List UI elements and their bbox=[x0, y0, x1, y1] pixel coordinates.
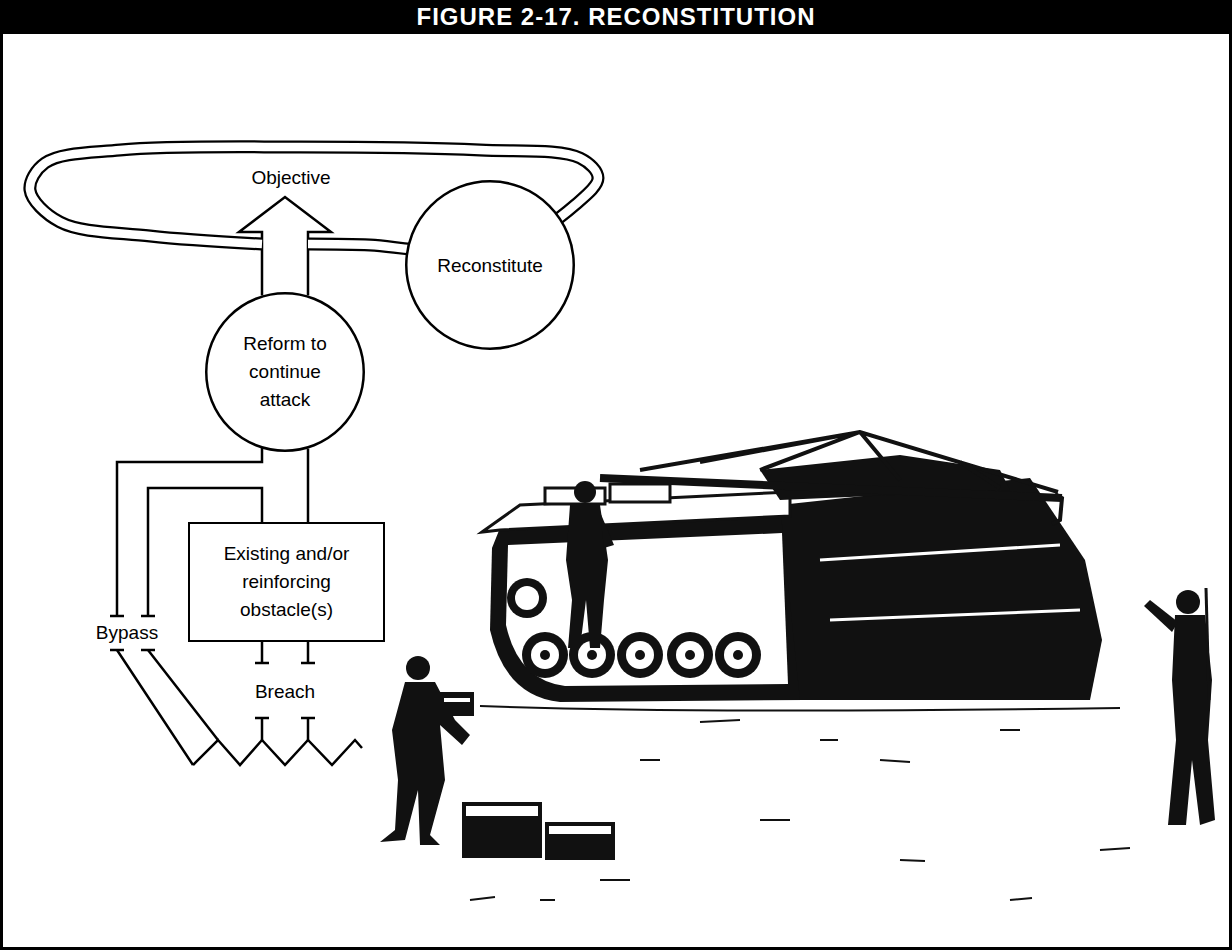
soldier-arm bbox=[600, 512, 614, 548]
carried-box bbox=[440, 692, 474, 716]
road-wheel bbox=[540, 650, 550, 660]
road-wheel bbox=[676, 641, 704, 669]
road-wheel bbox=[667, 632, 713, 678]
road-wheel bbox=[635, 650, 645, 660]
ammo-box bbox=[545, 822, 615, 860]
track-inner bbox=[506, 533, 788, 686]
boom-hook bbox=[1052, 494, 1062, 524]
hull-detail bbox=[820, 545, 1080, 620]
boom-lattice bbox=[640, 432, 1058, 492]
soldier-rifle bbox=[1206, 588, 1209, 700]
road-wheel bbox=[531, 641, 559, 669]
ammo-box bbox=[466, 806, 538, 816]
node-label: Reconstitute bbox=[437, 254, 543, 277]
road-wheel bbox=[587, 650, 597, 660]
ammo-box bbox=[462, 802, 542, 858]
circle-outline bbox=[406, 181, 574, 349]
soldier-arm bbox=[1144, 600, 1178, 632]
vehicle-track bbox=[490, 516, 805, 702]
deck-crate bbox=[610, 484, 670, 502]
soldier-head bbox=[406, 656, 430, 680]
process-circle: Reconstitute bbox=[405, 180, 575, 350]
node-label: Existing and/or reinforcing obstacle(s) bbox=[201, 540, 373, 624]
road-wheel bbox=[522, 632, 568, 678]
road-wheel bbox=[724, 641, 752, 669]
title-bar: FIGURE 2-17. RECONSTITUTION bbox=[0, 0, 1232, 34]
vehicle-hull bbox=[780, 478, 1102, 700]
breach-label: Breach bbox=[253, 681, 317, 703]
node-label: Reform to continue attack bbox=[230, 330, 340, 414]
soldier-head bbox=[1176, 590, 1200, 614]
figure-title: FIGURE 2-17. RECONSTITUTION bbox=[416, 3, 815, 31]
road-wheel bbox=[626, 641, 654, 669]
idler-wheel bbox=[507, 578, 547, 618]
road-wheel bbox=[715, 632, 761, 678]
soldier-head bbox=[574, 481, 596, 503]
obstacle-box: Existing and/or reinforcing obstacle(s) bbox=[188, 522, 385, 642]
idler-wheel bbox=[515, 586, 539, 610]
road-wheel bbox=[617, 632, 663, 678]
zigzag-line bbox=[193, 740, 362, 765]
node-label: Objective bbox=[251, 166, 330, 189]
circle-outline bbox=[206, 293, 364, 451]
bypass-route bbox=[117, 650, 218, 765]
connector-line bbox=[307, 449, 310, 522]
road-wheel bbox=[685, 650, 695, 660]
carried-box bbox=[444, 698, 470, 702]
ground-line bbox=[480, 706, 1120, 711]
ground-strokes bbox=[470, 720, 1130, 900]
ammo-box bbox=[549, 826, 611, 834]
bypass-label: Bypass bbox=[94, 622, 160, 644]
process-circle: Reform to continue attack bbox=[205, 292, 365, 452]
road-wheel bbox=[733, 650, 743, 660]
